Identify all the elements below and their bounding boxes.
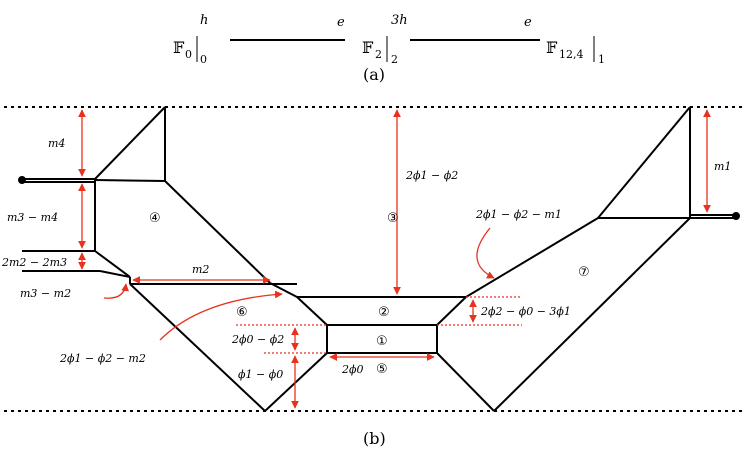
f2-symbol: 𝔽 [362,38,374,57]
label-m3-m4: m3 − m4 [7,211,58,224]
right-triangle-diag [597,106,691,219]
label-2m2-2m3: 2m2 − 2m3 [1,256,67,269]
edge-1-label: e [337,15,345,30]
f12-symbol: 𝔽 [546,38,558,57]
measure-arrows [78,109,711,409]
curve-arrow-2phi1-phi2-m2 [159,290,283,341]
label-2phi2-phi0-3phi1: 2ϕ2 − ϕ0 − 3ϕ1 [480,305,571,318]
region-6-label: ⑥ [236,305,248,320]
label-m1: m1 [714,160,731,173]
edge-2-label: e [524,15,532,30]
f0-bar-bottom: 0 [200,53,207,66]
region2-left [296,296,328,326]
f2-bar-top: 3h [391,13,408,28]
region-1-label: ① [376,334,388,349]
label-m4: m4 [48,137,65,150]
f12-bar-bottom: 1 [598,53,605,66]
left-bottom-leg [129,283,266,412]
region-4-label: ④ [149,211,161,226]
label-2phi0-phi2: 2ϕ0 − ϕ2 [231,333,284,346]
region6-top-diag [269,282,298,298]
leg-m1-dot [732,212,740,220]
label-phi1-phi0: ϕ1 − ϕ0 [238,368,283,381]
region4-right-edge [164,180,271,284]
panel-a: 𝔽 0 h 0 e 𝔽 2 3h 2 e 𝔽 12,4 1 (a) [173,13,605,84]
left-triangle-base [94,179,166,182]
region-3-label: ③ [387,211,399,226]
region-7-label: ⑦ [578,265,590,280]
caption-b: (b) [363,429,386,448]
f2-bar-bottom: 2 [391,53,398,66]
region7-top-diag [465,217,599,298]
f0-bar-top: h [200,13,208,28]
label-2phi0: 2ϕ0 [341,363,364,376]
curve-arrow-m3-m2 [103,283,129,299]
caption-a: (a) [363,65,385,84]
f12-subscript: 12,4 [559,48,584,61]
left-inner-leg [264,352,328,412]
panel-b: ④ ③ ⑦ ② ⑥ ① ⑤ m4 m3 − m4 2m2 − 2m3 m3 − … [1,106,744,448]
right-bottom-leg [493,217,691,412]
curve-arrow-2phi1-phi2-m1 [476,227,495,279]
f0-symbol: 𝔽 [173,38,185,57]
f0-subscript: 0 [185,48,192,61]
left-triangle-diag [94,106,166,180]
right-inner-leg [436,352,495,412]
region2-right [436,296,467,326]
left-step-2 [99,270,131,278]
label-2phi1-phi2: 2ϕ1 − ϕ2 [405,169,458,182]
web-lines [18,106,740,412]
region-5-label: ⑤ [376,362,388,377]
f2-subscript: 2 [375,48,382,61]
leg-m4-dot [18,176,26,184]
label-2phi1-phi2-m2: 2ϕ1 − ϕ2 − m2 [59,352,146,365]
region-2-label: ② [378,305,390,320]
label-2phi1-phi2-m1: 2ϕ1 − ϕ2 − m1 [475,208,562,221]
left-step-1 [94,250,131,278]
label-m3-m2: m3 − m2 [20,287,71,300]
region1-box [326,324,438,354]
label-m2: m2 [192,263,209,276]
